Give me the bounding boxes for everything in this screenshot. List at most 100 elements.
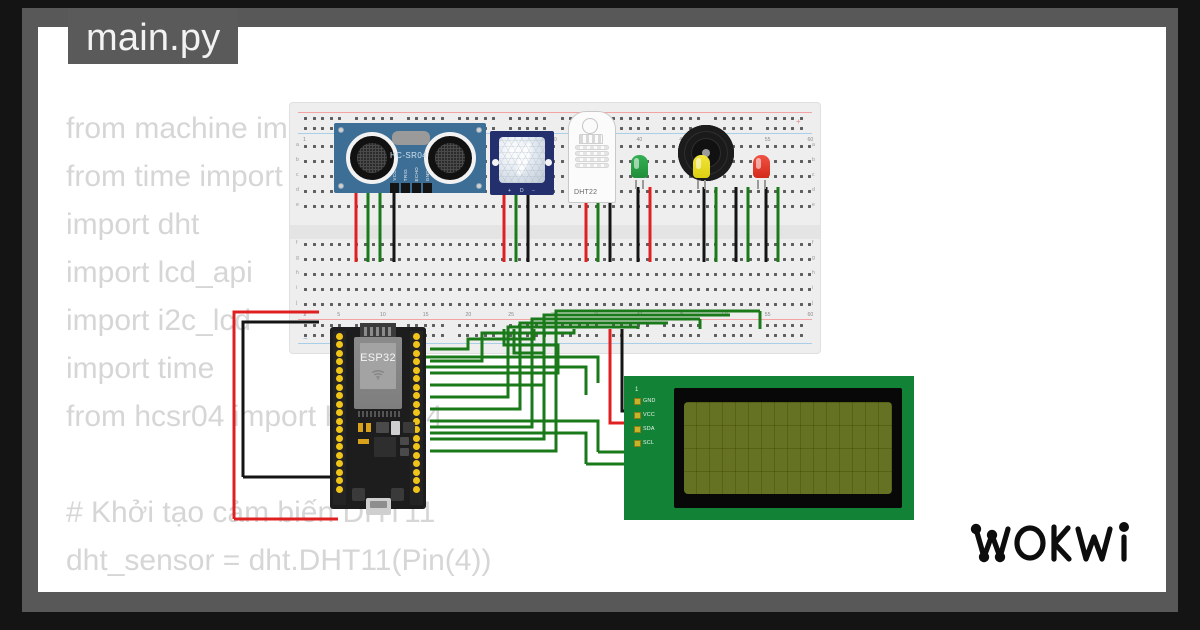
enable-button[interactable] — [391, 488, 404, 501]
hc-sr04-ultrasonic-sensor[interactable]: HC-SR04 VCC TRIG ECHO GND — [334, 123, 486, 193]
bb-row-letter: f — [812, 240, 814, 246]
lcd-pin-vcc[interactable] — [634, 412, 641, 419]
esp32-header-pin[interactable] — [413, 409, 420, 416]
pir-motion-sensor[interactable]: + D − — [490, 131, 554, 195]
wire-vcc-rail — [232, 310, 319, 519]
esp32-header-pin[interactable] — [413, 349, 420, 357]
bb-col-number: 55 — [764, 137, 771, 143]
boot-button[interactable] — [352, 488, 365, 501]
bb-row-letter: g — [296, 255, 299, 261]
esp32-header-pin[interactable] — [413, 366, 420, 374]
esp32-header-pin[interactable] — [413, 485, 420, 493]
file-tab-main-py[interactable]: main.py — [68, 8, 239, 64]
lcd-label-sda: SDA — [643, 426, 655, 432]
header-pins-right[interactable] — [410, 331, 423, 505]
ultrasonic-transmitter — [346, 132, 398, 184]
wire-sig-6 — [430, 329, 576, 363]
lcd2004-i2c-display[interactable]: 1 GND VCC SDA SCL — [624, 376, 914, 520]
rail-line-top-plus — [298, 112, 812, 113]
rail-minus-label: − — [303, 334, 308, 343]
esp32-header-pin[interactable] — [336, 332, 343, 340]
dht22-vent-top — [579, 134, 603, 144]
smd-part-7 — [400, 437, 409, 445]
esp32-header-pin[interactable] — [336, 485, 343, 493]
esp32-header-pin[interactable] — [336, 426, 343, 433]
esp32-header-pin[interactable] — [336, 460, 343, 467]
dht22-sensor[interactable]: DHT22 — [568, 111, 616, 203]
micro-usb-port[interactable] — [366, 498, 391, 515]
esp32-header-pin[interactable] — [413, 434, 420, 442]
led-red[interactable] — [753, 155, 770, 189]
esp32-header-pin[interactable] — [336, 417, 343, 425]
bb-row-letter: b — [296, 157, 299, 163]
bb-row-letter: c — [296, 172, 299, 178]
esp32-header-pin[interactable] — [413, 392, 420, 399]
esp32-header-pin[interactable] — [336, 358, 343, 365]
esp32-header-pin[interactable] — [413, 426, 420, 433]
lcd-screen — [684, 402, 892, 494]
hcsr04-label: HC-SR04 — [390, 151, 428, 160]
esp32-header-pin[interactable] — [413, 332, 420, 340]
bb-row-letter: g — [812, 255, 815, 261]
lcd-pin-scl[interactable] — [634, 440, 641, 447]
pir-pin-data: D — [520, 188, 524, 194]
esp32-header-pin[interactable] — [336, 366, 343, 374]
smd-part-3 — [376, 422, 389, 433]
esp32-header-pin[interactable] — [336, 434, 343, 442]
pir-mount-hole-left — [492, 159, 499, 166]
rail-plus-label-r: + — [796, 117, 801, 126]
header-pins-left[interactable] — [333, 331, 346, 505]
bb-row-letter: f — [296, 240, 298, 246]
esp32-header-pin[interactable] — [413, 400, 420, 408]
esp32-label: ESP32 — [360, 351, 396, 364]
esp32-header-pin[interactable] — [336, 443, 343, 450]
wire-lcd-scl — [430, 431, 588, 464]
esp32-header-pin[interactable] — [413, 417, 420, 425]
led-yellow[interactable] — [693, 155, 710, 189]
esp32-header-pin[interactable] — [336, 477, 343, 484]
esp32-header-pin[interactable] — [336, 409, 343, 416]
esp32-header-pin[interactable] — [413, 468, 420, 476]
esp32-header-pin[interactable] — [336, 341, 343, 348]
lcd-pin-sda[interactable] — [634, 426, 641, 433]
led-green[interactable] — [631, 155, 648, 189]
esp32-header-pin[interactable] — [336, 468, 343, 476]
wifi-icon — [372, 369, 384, 380]
bb-row-letter: e — [812, 202, 815, 208]
esp32-header-pin[interactable] — [336, 383, 343, 391]
esp32-header-pin[interactable] — [413, 477, 420, 484]
esp32-header-pin[interactable] — [413, 443, 420, 450]
screw-hole-tr — [476, 127, 482, 133]
dht22-vent-grid — [575, 145, 609, 175]
bb-row-letter: h — [296, 270, 299, 276]
bb-col-number: 40 — [636, 137, 643, 143]
esp32-header-pin[interactable] — [336, 349, 343, 357]
lcd-pin-gnd[interactable] — [634, 398, 641, 405]
esp32-header-pin[interactable] — [413, 341, 420, 348]
esp32-header-pin[interactable] — [413, 358, 420, 365]
esp32-header-pin[interactable] — [336, 400, 343, 408]
esp32-header-pin[interactable] — [336, 392, 343, 399]
bb-row-letter: b — [812, 157, 815, 163]
smd-part-1 — [358, 423, 363, 432]
bb-col-number: 60 — [807, 312, 814, 318]
esp32-devkit-board[interactable]: ESP32 — [330, 323, 426, 515]
bb-row-letter: h — [812, 270, 815, 276]
esp32-header-pin[interactable] — [413, 451, 420, 459]
bb-row-letter: d — [296, 187, 299, 193]
smd-part-5 — [403, 422, 415, 433]
pin-label-echo: ECHO — [414, 166, 419, 181]
screw-hole-tl — [338, 127, 344, 133]
bb-row-letter: e — [296, 202, 299, 208]
esp32-header-pin[interactable] — [336, 375, 343, 382]
esp32-header-pin[interactable] — [336, 451, 343, 459]
esp32-header-pin[interactable] — [413, 383, 420, 391]
wokwi-logo-mark — [970, 522, 1129, 563]
center-gutter — [290, 225, 820, 239]
pin-block-4 — [423, 183, 432, 193]
esp32-header-pin[interactable] — [413, 375, 420, 382]
esp32-header-pin[interactable] — [413, 460, 420, 467]
bb-row-letter: i — [296, 285, 298, 291]
module-pads — [358, 411, 400, 417]
